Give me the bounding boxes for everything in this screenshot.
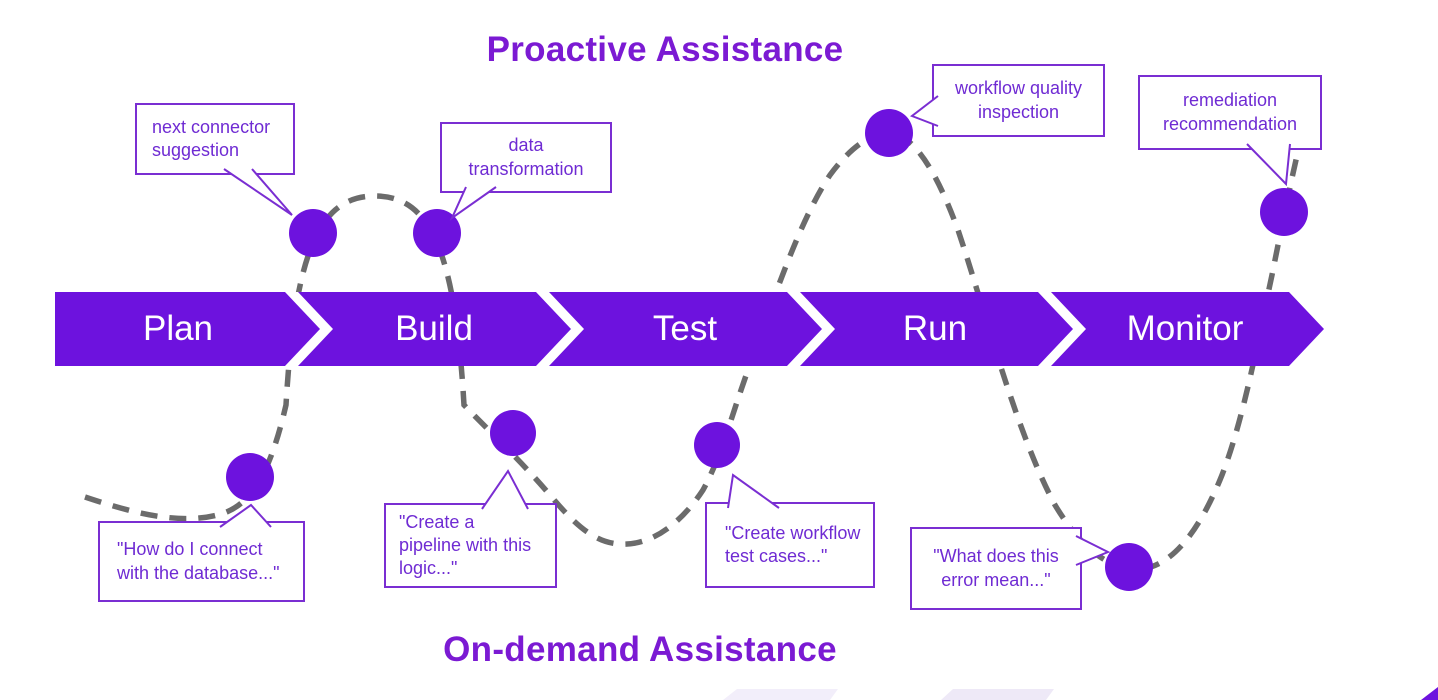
journey-curve: [84, 130, 1302, 572]
callout-text: "What does this error mean...": [933, 546, 1059, 590]
assist-dot-next-connector: [289, 209, 337, 257]
callout-text: data transformation: [468, 135, 584, 179]
stage-arrow-run: [800, 292, 1073, 366]
callout-how-do-i-connect: "How do I connect with the database...": [98, 521, 305, 602]
callout-text: "How do I connect with the database...": [117, 539, 280, 583]
stage-label-run: Run: [902, 309, 968, 348]
callout-workflow-quality-inspection: workflow quality inspection: [932, 64, 1105, 137]
stage-arrow-monitor: [1051, 292, 1324, 366]
assist-dot-plan-ondemand: [226, 453, 274, 501]
assist-dot-quality-inspection: [865, 109, 913, 157]
bottom-faint-shape-left: [723, 689, 838, 700]
callout-data-transformation: data transformation: [440, 122, 612, 193]
callout-what-does-error-mean: "What does this error mean...": [910, 527, 1082, 610]
stage-arrow-test: [549, 292, 822, 366]
assist-dot-test-cases: [694, 422, 740, 468]
stage-label-test: Test: [652, 309, 718, 348]
callout-next-connector-suggestion: next connector suggestion: [135, 103, 295, 175]
proactive-assistance-title: Proactive Assistance: [486, 30, 844, 69]
ondemand-assistance-title: On-demand Assistance: [443, 630, 837, 669]
callout-text: "Create a pipeline with this logic...": [399, 511, 532, 579]
stage-label-build: Build: [395, 309, 473, 348]
callout-text: workflow quality inspection: [954, 78, 1083, 122]
assist-dot-create-pipeline: [490, 410, 536, 456]
callout-remediation-recommendation: remediation recommendation: [1138, 75, 1322, 150]
callout-text: next connector suggestion: [152, 116, 271, 160]
callout-text: remediation recommendation: [1162, 90, 1298, 134]
callout-create-pipeline: "Create a pipeline with this logic...": [384, 503, 557, 588]
stage-arrow-build: [298, 292, 571, 366]
stage-arrow-plan: [55, 292, 320, 366]
corner-triangle: [1421, 687, 1438, 700]
callout-text: "Create workflow test cases...": [725, 522, 861, 566]
assist-dot-error-question: [1105, 543, 1153, 591]
assist-dot-remediation: [1260, 188, 1308, 236]
stage-label-monitor: Monitor: [1126, 309, 1244, 348]
stage-label-plan: Plan: [142, 309, 214, 348]
bottom-faint-shape-right: [941, 689, 1054, 700]
callout-create-workflow-test-cases: "Create workflow test cases...": [705, 502, 875, 588]
assist-dot-data-transformation: [413, 209, 461, 257]
